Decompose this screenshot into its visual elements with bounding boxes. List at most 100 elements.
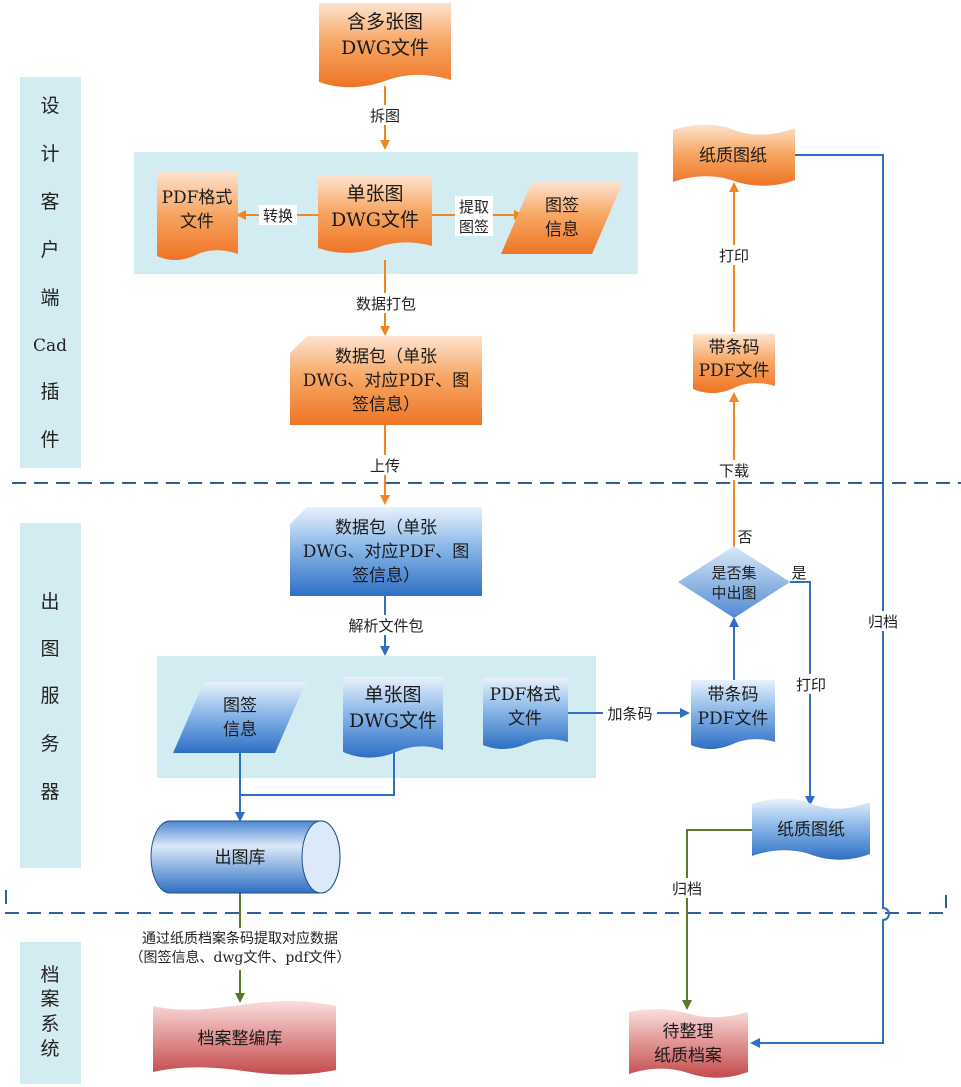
edge-label-add-barcode: 加条码 xyxy=(607,705,652,723)
lane-char: 计 xyxy=(40,143,59,165)
edge-yes-print xyxy=(790,581,815,806)
edge-label-bg xyxy=(350,293,422,313)
node-paper-server-label: 纸质图纸 xyxy=(777,820,845,840)
edge-label-download: 下载 xyxy=(719,462,749,480)
lane-char: 端 xyxy=(40,287,59,309)
edge-label-split: 拆图 xyxy=(370,107,400,125)
lane-panel-client xyxy=(20,77,81,468)
node-title-info-client-line2: 信息 xyxy=(545,220,579,240)
lane-char: 服 xyxy=(40,685,59,707)
edge-label-archive-left: 归档 xyxy=(672,880,702,898)
node-barcode-pdf-client-line2: PDF文件 xyxy=(699,361,770,381)
lane-panel-server xyxy=(20,523,81,868)
node-pdf-client-line1: PDF格式 xyxy=(162,188,233,208)
lane-label-archive: 档 案 系 统 xyxy=(40,964,59,1060)
node-title-info-server-line1: 图签 xyxy=(223,696,257,716)
lane-divider-server-archive xyxy=(5,890,947,914)
node-single-dwg-server xyxy=(343,677,443,758)
edge-label-print-client: 打印 xyxy=(719,247,749,265)
lane-char: 设 xyxy=(40,95,59,117)
edge-label-upload: 上传 xyxy=(370,457,400,475)
node-pdf-server-line1: PDF格式 xyxy=(490,685,561,705)
node-package-client-line1: 数据包（单张 xyxy=(335,347,437,367)
edge-label-convert: 转换 xyxy=(263,207,293,225)
lane-label-server: 出 图 服 务 器 xyxy=(40,591,59,803)
edge-label-bg xyxy=(366,455,404,475)
lane-char: 档 xyxy=(40,964,59,986)
node-barcode-pdf-server-line2: PDF文件 xyxy=(698,709,769,729)
node-output-db-cap xyxy=(301,820,341,894)
edge-label-yes: 是 xyxy=(791,564,806,582)
node-title-info-server xyxy=(173,682,306,753)
edge-label-extract-line1: 提取 xyxy=(459,198,489,216)
node-pdf-client xyxy=(157,172,238,261)
lane-char: 器 xyxy=(40,781,59,803)
node-package-client-line2: DWG、对应PDF、图 xyxy=(303,371,470,391)
edge-label-bg xyxy=(455,196,493,236)
lane-char: Cad xyxy=(33,336,67,356)
lane-char: 插 xyxy=(40,381,59,403)
node-barcode-pdf-server-line1: 带条码 xyxy=(708,685,759,705)
node-title-info-server-line2: 信息 xyxy=(223,720,257,740)
edge-label-bg xyxy=(714,245,754,265)
node-barcode-pdf-server xyxy=(691,680,775,750)
node-single-dwg-client-line2: DWG文件 xyxy=(331,209,419,231)
node-title-info-client-line1: 图签 xyxy=(545,196,579,216)
node-archive-db xyxy=(153,1001,336,1075)
node-paper-client xyxy=(673,124,795,186)
node-barcode-pdf-client-line1: 带条码 xyxy=(709,338,760,358)
edge-label-bg xyxy=(792,674,830,694)
node-pending-archive-line2: 纸质档案 xyxy=(654,1046,722,1066)
node-pdf-server xyxy=(483,678,568,750)
node-pending-archive xyxy=(629,1009,748,1078)
edge-label-retrieve-line1: 通过纸质档案条码提取对应数据 xyxy=(142,930,338,947)
lane-char: 务 xyxy=(40,733,59,755)
edge-label-bg xyxy=(668,878,706,898)
node-package-server-line3: 签信息） xyxy=(352,566,420,586)
edge-label-bg xyxy=(118,928,362,970)
lane-label-client: 设 计 客 户 端 Cad 插 件 xyxy=(33,95,67,451)
edge-label-no: 否 xyxy=(737,528,752,546)
lane-char: 系 xyxy=(40,1013,59,1035)
node-decision-line2: 中出图 xyxy=(711,584,756,602)
edge-label-bg xyxy=(714,460,754,480)
node-single-dwg-client-line1: 单张图 xyxy=(346,183,403,205)
node-single-dwg-client xyxy=(318,176,432,253)
node-pending-archive-line1: 待整理 xyxy=(663,1022,714,1042)
node-package-client xyxy=(290,336,482,425)
edge-label-parse: 解析文件包 xyxy=(348,617,423,635)
node-pdf-client-line2: 文件 xyxy=(180,212,214,232)
node-paper-server xyxy=(752,798,870,860)
lane-char: 客 xyxy=(40,191,59,213)
edge-label-extract-line2: 图签 xyxy=(459,218,489,236)
node-package-server xyxy=(290,507,482,596)
node-decision-line1: 是否集 xyxy=(711,564,756,582)
lane-char: 图 xyxy=(40,638,59,660)
edge-label-bg xyxy=(603,703,657,723)
lane-char: 件 xyxy=(40,429,59,451)
edge-label-bg xyxy=(864,611,902,631)
lane-char: 出 xyxy=(40,591,59,613)
node-title-info-client xyxy=(501,182,623,254)
node-multi-dwg xyxy=(319,3,451,88)
lane-char: 案 xyxy=(40,988,59,1010)
edge-dwg-to-db xyxy=(240,752,395,796)
edge-label-pack: 数据打包 xyxy=(356,295,416,313)
node-paper-client-label: 纸质图纸 xyxy=(699,146,767,166)
node-decision xyxy=(678,546,790,618)
edge-label-retrieve-line2: （图签信息、dwg文件、pdf文件） xyxy=(129,949,350,966)
node-archive-db-label: 档案整编库 xyxy=(198,1029,283,1049)
edge-label-print-server: 打印 xyxy=(796,676,826,694)
edge-label-archive-right: 归档 xyxy=(868,613,898,631)
node-package-server-line2: DWG、对应PDF、图 xyxy=(303,542,470,562)
lane-panel-archive xyxy=(20,942,81,1084)
edge-archive-right xyxy=(750,154,890,1048)
edge-label-bg xyxy=(366,105,404,125)
node-barcode-pdf-client xyxy=(693,334,775,394)
lane-char: 户 xyxy=(40,239,59,261)
edge-label-bg xyxy=(341,615,431,635)
node-multi-dwg-line1: 含多张图 xyxy=(347,11,423,33)
node-package-server-line1: 数据包（单张 xyxy=(335,518,437,538)
